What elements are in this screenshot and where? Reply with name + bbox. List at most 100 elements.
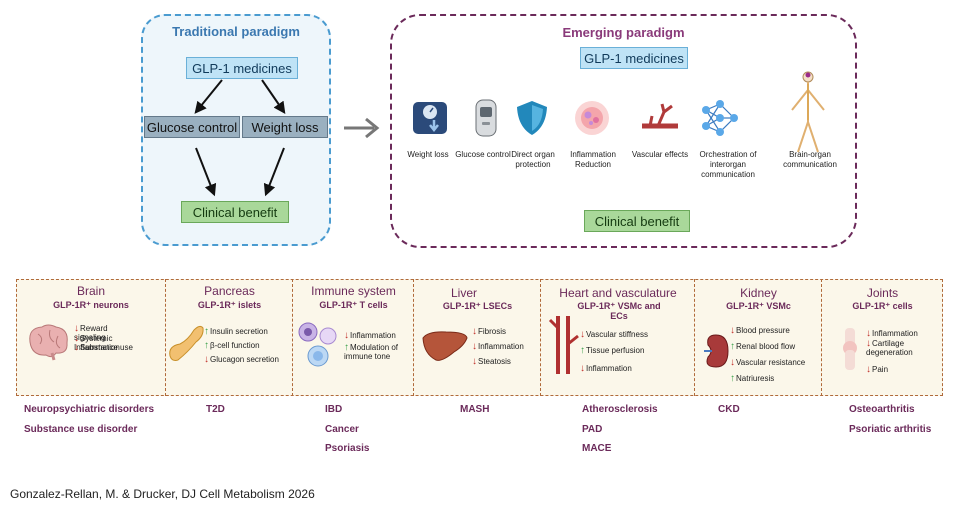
effect-item: ↓Cartilage degeneration (866, 338, 932, 358)
down-arrow-icon: ↓ (580, 363, 585, 374)
up-arrow-icon: ↑ (730, 341, 735, 352)
down-arrow-icon: ↓ (866, 364, 871, 375)
down-arrow-icon: ↓ (730, 357, 735, 368)
network-icon (702, 100, 738, 136)
organ-column-brain (16, 279, 166, 396)
effect-label-direct-organ-protection: Direct organ protection (511, 150, 555, 169)
effect-item: ↑Tissue perfusion (580, 345, 680, 356)
down-arrow-icon: ↓ (344, 330, 349, 341)
effect-label-vascular-effects: Vascular effects (631, 150, 689, 159)
effect-item-label: Blood pressure (736, 326, 790, 335)
down-arrow-icon: ↓ (204, 354, 209, 365)
disease-cancer: Cancer (325, 424, 359, 435)
organ-column-heart (541, 279, 695, 396)
effect-item: ↑Natriuresis (730, 373, 830, 384)
emerging-paradigm-title: Emerging paradigm (562, 25, 685, 40)
organ-title-joints: Joints (866, 286, 899, 300)
effect-item-label: Reward signaling (74, 324, 108, 342)
effect-item: ↓Systemic Inflammation (74, 333, 140, 353)
disease-mash: MASH (460, 404, 490, 415)
effect-item: ↓Inflammation (580, 363, 680, 374)
down-arrow-icon: ↓ (866, 338, 871, 349)
organ-effects-panel (16, 279, 943, 396)
down-arrow-icon: ↓ (866, 328, 871, 339)
liver-icon (422, 331, 468, 361)
effect-item-label: Substance use (80, 343, 133, 352)
receptor-joints: GLP-1R⁺ cells (852, 301, 913, 311)
glucometer-icon (475, 99, 497, 137)
citation: Gonzalez-Rellan, M. & Drucker, DJ Cell M… (10, 487, 315, 501)
effect-item-label: Insulin secretion (210, 327, 268, 336)
effect-item: ↓Fibrosis (472, 327, 572, 337)
traditional-paradigm-title: Traditional paradigm (172, 24, 300, 39)
disease-ckd: CKD (718, 404, 740, 415)
effect-item-label: Cartilage degeneration (866, 339, 913, 357)
organ-column-kidney (695, 279, 822, 396)
effect-item-label: Inflammation (350, 331, 396, 340)
receptor-brain: GLP-1R⁺ neurons (53, 300, 129, 310)
organ-title-liver: Liver (450, 286, 477, 300)
down-arrow-icon: ↓ (472, 356, 477, 367)
weight-loss-box: Weight loss (242, 116, 328, 138)
effect-item-label: Steatosis (478, 357, 511, 366)
up-arrow-icon: ↑ (204, 326, 209, 337)
effect-item: ↓Inflammation (472, 341, 572, 352)
disease-atherosclerosis: Atherosclerosis (582, 404, 658, 415)
down-arrow-icon: ↓ (580, 329, 585, 340)
disease-osteoarthritis: Osteoarthritis (849, 404, 915, 415)
receptor-pancreas: GLP-1R⁺ islets (197, 300, 262, 310)
down-arrow-icon: ↓ (472, 341, 477, 352)
effect-item: ↓Steatosis (472, 356, 572, 367)
effect-item: ↑β-cell function (204, 340, 304, 351)
effect-item-label: Modulation of immune tone (344, 343, 399, 361)
up-arrow-icon: ↑ (730, 373, 735, 384)
brain-icon (29, 324, 68, 361)
down-arrow-icon: ↓ (74, 342, 79, 353)
organ-column-liver (414, 279, 541, 396)
down-arrow-icon: ↓ (730, 325, 735, 336)
disease-neuropsychiatric: Neuropsychiatric disorders (24, 404, 155, 415)
effect-item: ↓Pain (866, 364, 932, 375)
down-arrow-icon: ↓ (74, 333, 79, 344)
up-arrow-icon: ↑ (344, 342, 349, 353)
nervous-system-icon (791, 71, 825, 153)
organ-title-kidney: Kidney (740, 286, 777, 300)
receptor-kidney: GLP-1R⁺ VSMc (726, 301, 791, 311)
blood-vessel-icon (548, 316, 579, 374)
effect-item-label: Fibrosis (478, 327, 507, 336)
organ-column-immune (293, 279, 414, 396)
disease-ibd: IBD (325, 404, 343, 415)
organ-title-pancreas: Pancreas (204, 284, 255, 298)
disease-psoriatic-arthritis: Psoriatic arthritis (849, 424, 932, 435)
effect-item-label: β-cell function (210, 341, 260, 350)
effect-item-label: Vascular stiffness (586, 330, 648, 339)
effect-item: ↓Reward signaling (74, 324, 140, 343)
disease-pad: PAD (582, 424, 603, 435)
disease-psoriasis: Psoriasis (325, 443, 370, 454)
up-arrow-icon: ↑ (204, 340, 209, 351)
pancreas-icon (169, 325, 204, 361)
effect-item-label: Pain (872, 365, 889, 374)
organ-title-heart: Heart and vasculature (559, 286, 677, 300)
glucose-control-box: Glucose control (144, 116, 240, 138)
shield-icon (517, 101, 547, 135)
effect-item: ↓Vascular stiffness (580, 329, 680, 340)
effect-item: ↓Blood pressure (730, 325, 830, 336)
scale-icon (413, 102, 447, 134)
effect-item: ↓Inflammation (344, 330, 410, 341)
effect-item-label: Tissue perfusion (586, 346, 645, 355)
effect-item: ↓Inflammation (866, 328, 932, 339)
effect-item: ↓Vascular resistance (730, 357, 830, 368)
effect-item-label: Systemic Inflammation (74, 334, 120, 352)
effect-item-label: Inflammation (872, 329, 918, 338)
up-arrow-icon: ↑ (580, 345, 585, 356)
effect-label-interorgan-communication: Orchestration of interorgan communicatio… (699, 150, 757, 179)
vessel-icon (642, 103, 678, 129)
joint-icon (843, 328, 857, 370)
effect-label-glucose-control: Glucose control (455, 150, 511, 159)
effect-item: ↑Modulation of immune tone (344, 342, 410, 362)
disease-t2d: T2D (206, 404, 225, 415)
traditional-glp1-box: GLP-1 medicines (186, 57, 298, 79)
effect-item-label: Vascular resistance (736, 358, 806, 367)
